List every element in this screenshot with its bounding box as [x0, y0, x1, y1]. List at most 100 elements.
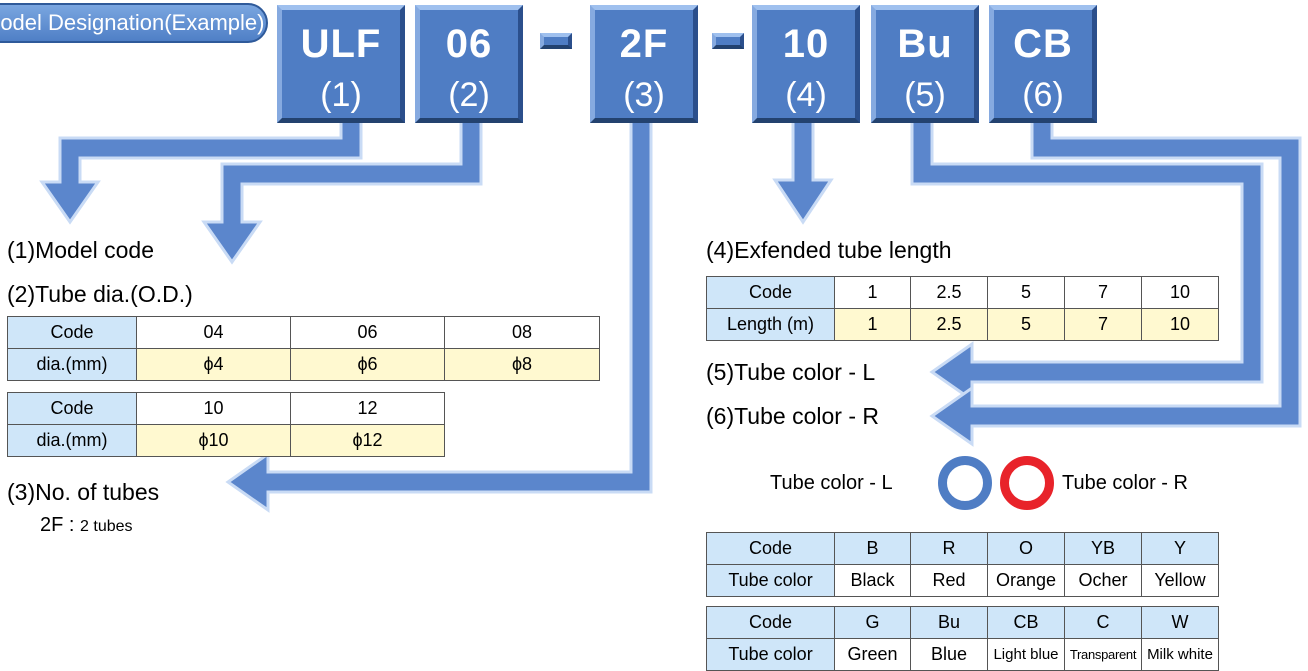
table-cell: 10 [1141, 308, 1219, 341]
table-cell: Light blue [987, 638, 1065, 671]
table-cell: 12 [290, 392, 445, 425]
table-cell: Blue [910, 638, 988, 671]
table-row: Code 10 12 [7, 392, 445, 425]
table-cell: 7 [1064, 308, 1142, 341]
code-value: CB [1013, 22, 1073, 66]
code-box-5: Bu (5) [871, 5, 979, 123]
code-value: 10 [782, 22, 830, 66]
example-code: 2F [40, 514, 64, 536]
code-box-4: 10 (4) [752, 5, 860, 123]
example-separator: : [68, 514, 75, 536]
table-cell: Tube color [706, 638, 835, 671]
table-cell: ϕ10 [136, 424, 291, 457]
no-tubes-example: 2F : 2 tubes [40, 512, 133, 540]
table-cell: 5 [987, 276, 1065, 309]
table-cell: Green [834, 638, 911, 671]
table-cell: Transparent [1064, 638, 1142, 671]
table-cell: B [834, 532, 911, 565]
code-number: (4) [785, 76, 827, 114]
table-row: Code B R O YB Y [706, 532, 1219, 565]
code-number: (2) [448, 76, 490, 114]
red-ring-icon [1000, 456, 1054, 510]
code-box-6: CB (6) [989, 5, 1097, 123]
table-cell: Ocher [1064, 564, 1142, 597]
table-cell: Bu [910, 606, 988, 639]
code-box-3: 2F (3) [590, 5, 698, 123]
table-cell: 2.5 [910, 308, 988, 341]
separator-dash-2 [712, 33, 744, 49]
table-cell: Code [706, 532, 835, 565]
example-desc: 2 tubes [80, 518, 133, 535]
table-cell: 08 [444, 316, 600, 349]
table-cell: dia.(mm) [7, 348, 137, 381]
color-table-1: Code B R O YB Y Tube color Black Red Ora… [706, 532, 1219, 597]
code-number: (3) [623, 76, 665, 114]
table-cell: Code [706, 606, 835, 639]
arrow-6 [929, 116, 1302, 447]
code-number: (5) [904, 76, 946, 114]
code-box-1: ULF (1) [277, 5, 405, 123]
code-box-2: 06 (2) [415, 5, 523, 123]
table-cell: ϕ8 [444, 348, 600, 381]
table-cell: 2.5 [910, 276, 988, 309]
table-row: Tube color Green Blue Light blue Transpa… [706, 638, 1219, 671]
table-row: Length (m) 1 2.5 5 7 10 [706, 308, 1219, 341]
table-row: Code 04 06 08 [7, 316, 600, 349]
table-cell: ϕ4 [136, 348, 291, 381]
table-row: dia.(mm) ϕ4 ϕ6 ϕ8 [7, 348, 600, 381]
table-cell: ϕ6 [290, 348, 445, 381]
table-cell: R [910, 532, 988, 565]
arrow-4 [772, 116, 834, 225]
model-designation-title: Model Designation(Example) [0, 3, 268, 43]
table-row: dia.(mm) ϕ10 ϕ12 [7, 424, 445, 457]
code-value: Bu [897, 22, 953, 66]
no-tubes-label: (3)No. of tubes [7, 479, 160, 505]
table-cell: 04 [136, 316, 291, 349]
table-cell: Y [1141, 532, 1219, 565]
table-cell: 10 [136, 392, 291, 425]
table-cell: 1 [834, 276, 911, 309]
table-cell: Tube color [706, 564, 835, 597]
table-cell: G [834, 606, 911, 639]
arrow-1 [39, 116, 363, 225]
code-number: (6) [1022, 76, 1064, 114]
color-l-label: (5)Tube color - L [706, 359, 876, 385]
table-cell: 06 [290, 316, 445, 349]
ring-right-label: Tube color - R [1062, 472, 1188, 494]
ext-length-label: (4)Exfended tube length [706, 237, 952, 263]
dia-table-1: Code 04 06 08 dia.(mm) ϕ4 ϕ6 ϕ8 [7, 316, 600, 381]
separator-dash-1 [540, 33, 572, 49]
table-cell: Milk white [1141, 638, 1219, 671]
dia-table-2: Code 10 12 dia.(mm) ϕ10 ϕ12 [7, 392, 445, 457]
table-row: Tube color Black Red Orange Ocher Yellow [706, 564, 1219, 597]
table-cell: YB [1064, 532, 1142, 565]
length-table: Code 1 2.5 5 7 10 Length (m) 1 2.5 5 7 1… [706, 276, 1219, 341]
table-cell: Code [7, 316, 137, 349]
color-r-label: (6)Tube color - R [706, 403, 879, 429]
table-cell: ϕ12 [290, 424, 445, 457]
table-row: Code G Bu CB C W [706, 606, 1219, 639]
code-value: 2F [619, 22, 669, 66]
table-row: Code 1 2.5 5 7 10 [706, 276, 1219, 309]
tube-dia-label: (2)Tube dia.(O.D.) [7, 281, 193, 307]
table-cell: C [1064, 606, 1142, 639]
table-cell: 1 [834, 308, 911, 341]
table-cell: Black [834, 564, 911, 597]
table-cell: dia.(mm) [7, 424, 137, 457]
table-cell: Orange [987, 564, 1065, 597]
arrow-5 [910, 116, 1264, 403]
table-cell: O [987, 532, 1065, 565]
model-code-label: (1)Model code [7, 237, 155, 263]
arrow-2 [201, 116, 483, 265]
table-cell: 7 [1064, 276, 1142, 309]
code-value: 06 [445, 22, 493, 66]
color-table-2: Code G Bu CB C W Tube color Green Blue L… [706, 606, 1219, 671]
arrow-3 [225, 116, 653, 513]
ring-left-label: Tube color - L [770, 472, 893, 494]
table-cell: 5 [987, 308, 1065, 341]
table-cell: Yellow [1141, 564, 1219, 597]
blue-ring-icon [938, 456, 992, 510]
table-cell: Code [7, 392, 137, 425]
table-cell: Length (m) [706, 308, 835, 341]
